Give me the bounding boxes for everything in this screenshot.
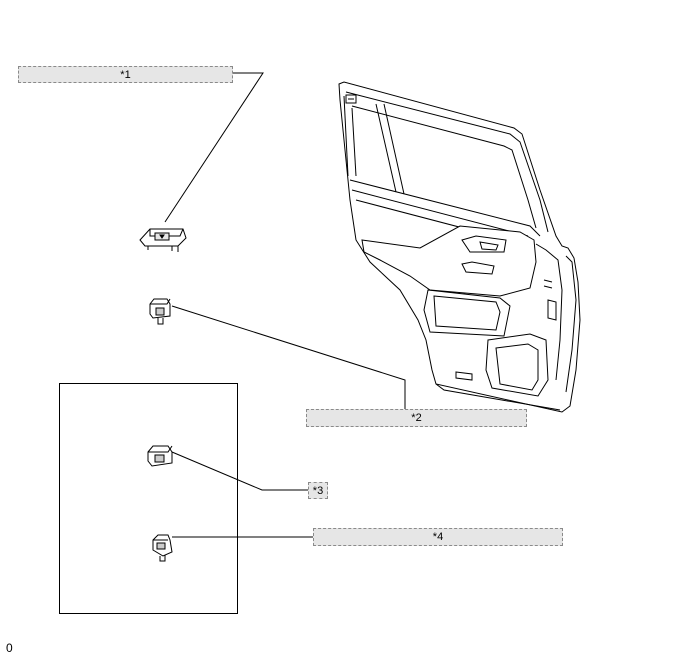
callout-label-3: *3	[308, 482, 328, 499]
figure-code: 0	[6, 641, 13, 655]
callout-label-2: *2	[306, 409, 527, 427]
rear-door-trim-icon	[338, 81, 581, 413]
retainer-clip-inset-icon	[147, 445, 173, 467]
callout-label-1: *1	[18, 66, 233, 83]
switch-bezel-icon	[139, 228, 187, 252]
retainer-clip-icon	[149, 298, 171, 325]
leader-line-1	[164, 72, 264, 223]
leader-line-3	[171, 451, 308, 491]
leader-line-2	[171, 305, 406, 410]
callout-label-4: *4	[313, 528, 563, 546]
retainer-clip-alt-icon	[152, 534, 173, 562]
inset-frame	[59, 383, 238, 614]
